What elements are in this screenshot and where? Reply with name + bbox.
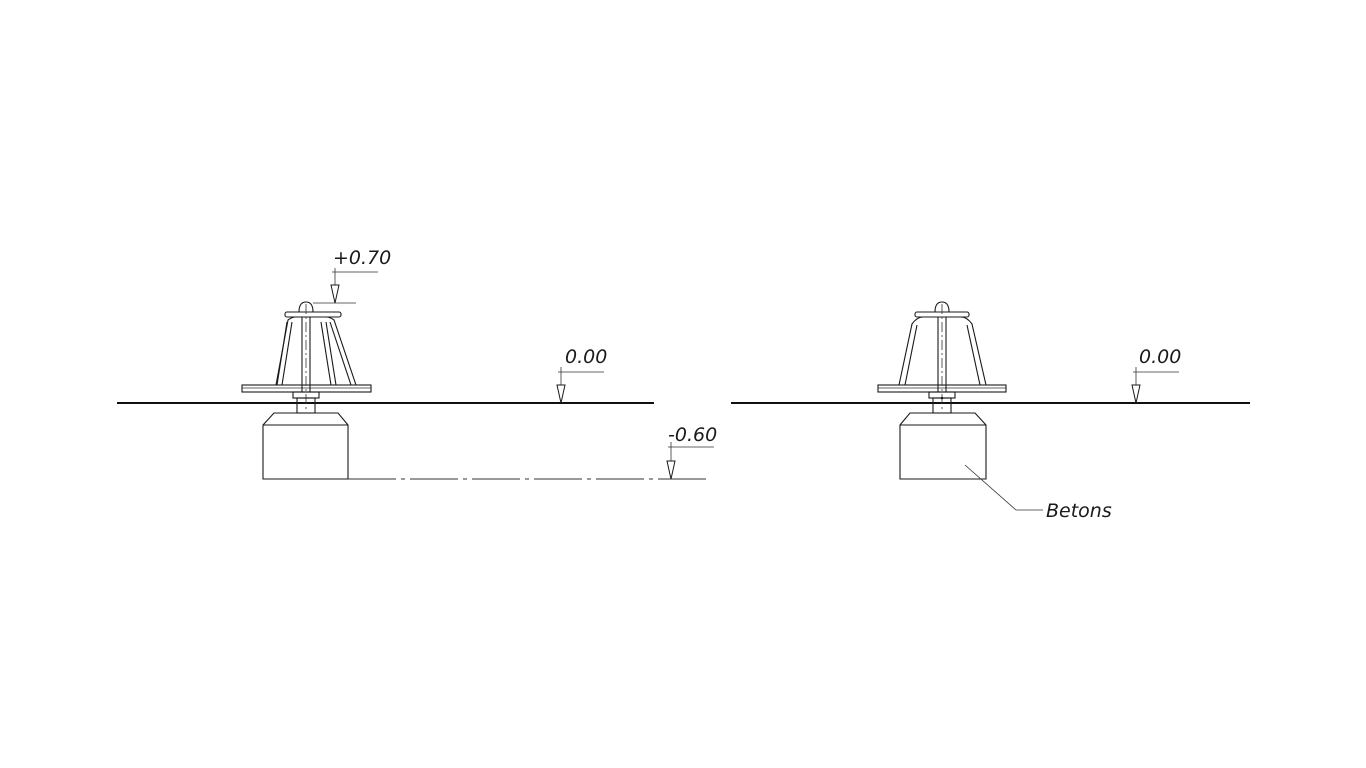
- concrete-footing-left: [262, 412, 349, 480]
- elevation-marker-top: +0.70: [313, 247, 391, 304]
- material-label: Betons: [1046, 500, 1112, 522]
- fixture-right: [877, 301, 1007, 414]
- elevation-label-ground-right: 0.00: [1139, 346, 1181, 368]
- elevation-marker-ground-left: 0.00: [556, 346, 607, 404]
- left-view: +0.70 0.00 -0.60: [117, 247, 717, 480]
- right-view: 0.00 Betons: [731, 301, 1250, 522]
- top-knob: [298, 301, 314, 313]
- fixture-left: [241, 301, 372, 414]
- elevation-marker-bottom: -0.60: [666, 424, 717, 480]
- elevation-label-ground-left: 0.00: [565, 346, 607, 368]
- elevation-marker-ground-right: 0.00: [1131, 346, 1181, 404]
- material-leader: Betons: [964, 464, 1112, 522]
- top-knob-right: [934, 301, 950, 313]
- elevation-label-top: +0.70: [333, 247, 391, 269]
- elevation-label-bottom: -0.60: [668, 424, 717, 446]
- base-plate: [241, 384, 372, 393]
- concrete-footing-right: [899, 412, 987, 480]
- top-cap: [284, 311, 342, 318]
